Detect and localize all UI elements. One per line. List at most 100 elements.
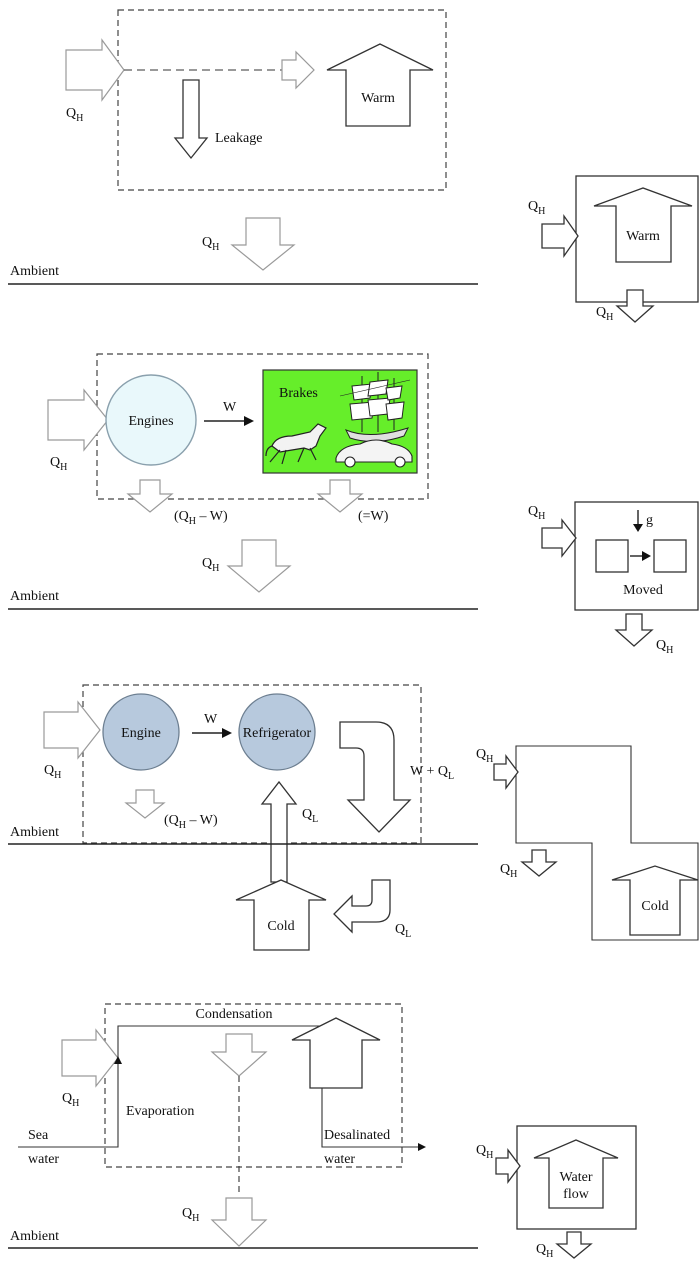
horse-icon (265, 423, 327, 465)
house-icon (326, 43, 434, 127)
engine-circle (102, 693, 180, 771)
heat-to-ambient-arrow (210, 1197, 268, 1247)
cold-house-icon (235, 879, 327, 951)
simple-warm-label: Warm (626, 229, 660, 244)
simple-qh-out-label: QH (500, 862, 517, 880)
system-boundary (117, 9, 447, 191)
ql-bent-label: QL (395, 922, 411, 940)
simple-qh-label: QH (528, 199, 545, 217)
heat-to-ambient-arrow (230, 217, 296, 271)
simple-qh-label: QH (476, 1143, 493, 1161)
leakage-label: Leakage (215, 131, 262, 146)
loss-arrow-brakes (316, 479, 364, 513)
qh-label: QH (50, 455, 67, 473)
simple-input-arrow (495, 1148, 521, 1184)
loss-arrow-engine (126, 479, 174, 513)
loss-arrow-engine (124, 789, 166, 819)
heat-input-arrow (47, 388, 109, 452)
car-icon (335, 439, 413, 468)
gravity-arrowhead (633, 524, 643, 532)
block-start (595, 539, 629, 573)
work-arrowhead (222, 728, 232, 738)
water-flow-label-1: Water (559, 1170, 592, 1185)
ambient-label: Ambient (10, 825, 59, 840)
qh-minus-w-label: (QH – W) (174, 509, 228, 527)
panel-work: QH Engines W Brakes (8, 353, 699, 656)
engines-circle (105, 374, 197, 466)
refrigerator-label: Refrigerator (243, 726, 312, 741)
heat-input-arrow (61, 1028, 119, 1088)
simple-qh-out-label: QH (536, 1242, 553, 1260)
simple-output-arrow (614, 613, 654, 647)
system-boundary (96, 353, 429, 500)
panel-refrigeration: QH Engine W Refrigerator W + QL QL (QH –… (8, 684, 699, 951)
simple-input-arrow (541, 213, 579, 259)
simple-qh-label: QH (476, 747, 493, 765)
ship-icon (339, 372, 411, 442)
qh-minus-w-label: (QH – W) (164, 813, 218, 831)
sea-water-label: water (28, 1152, 59, 1167)
simple-cold-label: Cold (641, 899, 668, 914)
ambient-label: Ambient (10, 1229, 59, 1244)
engine-label: Engine (121, 726, 161, 741)
desalinated-water-label: water (324, 1152, 355, 1167)
simplified-outline (515, 745, 699, 941)
evaporation-label: Evaporation (126, 1104, 194, 1119)
simple-house-icon (533, 1139, 619, 1209)
heat-input-arrow (65, 38, 125, 102)
simple-output-arrow (615, 289, 655, 323)
system-boundary (82, 684, 422, 844)
cold-label: Cold (267, 919, 294, 934)
water-flow-path (18, 1025, 420, 1148)
simple-input-arrow (493, 754, 519, 790)
house-icon (291, 1017, 381, 1089)
brakes-label: Brakes (279, 386, 318, 401)
qh-label: QH (66, 106, 83, 124)
ambient-label: Ambient (10, 264, 59, 279)
w-label: W (223, 400, 237, 415)
block-end (653, 539, 687, 573)
heat-to-house-arrow (281, 50, 315, 90)
evaporation-arrowhead (114, 1056, 122, 1064)
eq-w-label: (=W) (358, 509, 389, 524)
desalinated-label: Desalinated (324, 1128, 390, 1143)
condensation-arrow (210, 1033, 268, 1077)
simple-cold-house-icon (611, 865, 699, 936)
qh-label: QH (44, 763, 61, 781)
outlet-arrowhead (418, 1143, 426, 1151)
moved-label: Moved (623, 583, 663, 598)
engines-label: Engines (128, 414, 173, 429)
leakage-arrow (173, 79, 209, 160)
simple-house-icon (593, 187, 693, 263)
simple-qh-out-label: QH (656, 638, 673, 656)
warm-label: Warm (361, 91, 395, 106)
qh-ambient-label: QH (182, 1206, 199, 1224)
panel-heating: QH Leakage Warm QH Ambient QH Warm QH (8, 9, 699, 323)
simple-qh-label: QH (528, 504, 545, 522)
sea-label: Sea (28, 1128, 49, 1143)
qh-ambient-label: QH (202, 556, 219, 574)
ambient-label: Ambient (10, 589, 59, 604)
qh-ambient-label: QH (202, 235, 219, 253)
work-arrowhead (244, 416, 254, 426)
condensation-label: Condensation (196, 1007, 273, 1022)
water-flow-label-2: flow (563, 1187, 590, 1202)
simple-input-arrow (541, 518, 577, 558)
simple-output-arrow (555, 1231, 593, 1259)
move-arrowhead (642, 551, 651, 561)
refrigerator-circle (238, 693, 316, 771)
ql-bent-arrow (333, 879, 391, 934)
w-plus-ql-label: W + QL (410, 764, 454, 782)
heat-to-ambient-arrow (226, 539, 292, 593)
qh-label: QH (62, 1091, 79, 1109)
panel-desalination: QH Condensation Evaporation Sea water De… (8, 1003, 637, 1260)
simple-output-arrow (520, 849, 558, 877)
g-label: g (646, 513, 653, 528)
ql-up-arrow (260, 780, 298, 883)
simple-qh-out-label: QH (596, 305, 613, 323)
rejected-heat-arrow (339, 721, 412, 833)
heat-input-arrow (43, 700, 101, 760)
ql-up-label: QL (302, 807, 318, 825)
w-label: W (204, 712, 218, 727)
